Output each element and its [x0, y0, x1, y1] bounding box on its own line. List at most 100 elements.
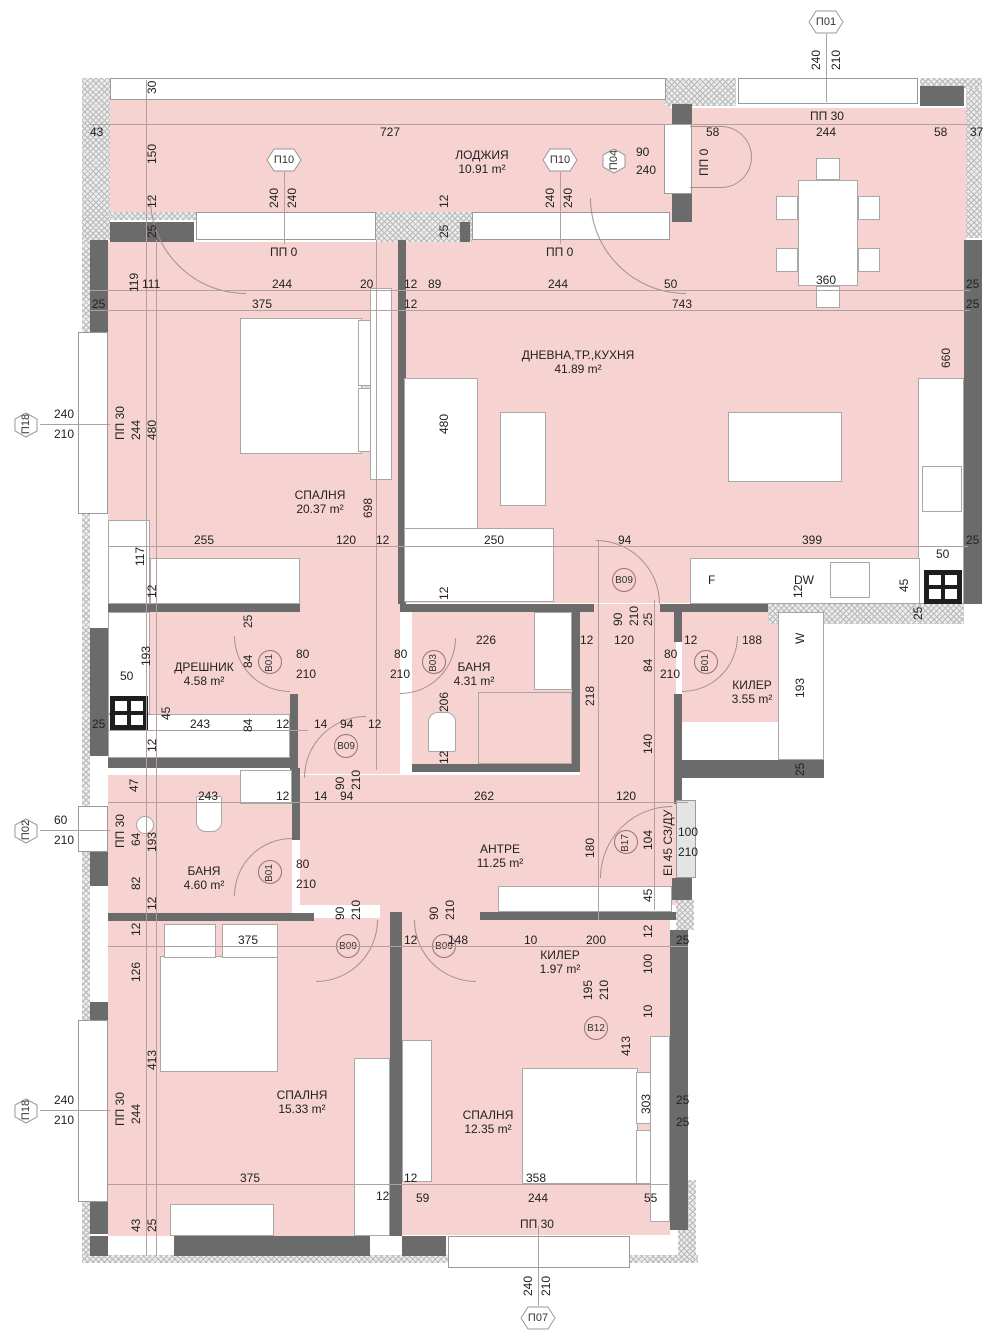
- door-b09-living-w: 90: [611, 612, 625, 626]
- door-tag-b01-pantry: B01: [694, 650, 718, 674]
- dim-148: 148: [448, 933, 469, 947]
- dim-55: 55: [644, 1191, 658, 1205]
- dim-12-bed2-top: 12: [129, 922, 143, 936]
- dim-250: 250: [484, 533, 505, 547]
- bedroom2-desk: [170, 1204, 274, 1236]
- hexagon-icon: [808, 10, 844, 34]
- window-p07-height: 210: [539, 1275, 553, 1296]
- wardrobe-furniture-1: [370, 288, 392, 480]
- dim-12-row1: 12: [404, 277, 418, 291]
- room-area: 4.31 m²: [453, 674, 495, 688]
- tag-leader: [284, 172, 285, 244]
- dim-743: 743: [672, 297, 693, 311]
- dim-12-bed2-door: 12: [404, 933, 418, 947]
- wall-bottom-left-corner: [90, 1236, 108, 1256]
- dim-14-b: 14: [314, 789, 328, 803]
- window-p18-top-width: 240: [54, 407, 75, 421]
- dim-45-kitchen: 45: [897, 578, 911, 592]
- nightstand-2b: [222, 924, 278, 958]
- dim-140: 140: [641, 733, 655, 754]
- dim-413-bed3: 413: [619, 1035, 633, 1056]
- dim-58-left: 58: [706, 125, 720, 139]
- window-tag-p10-right: П10: [542, 148, 578, 172]
- dim-244-bed3: 244: [528, 1191, 549, 1205]
- insulation-left-top: [82, 78, 110, 240]
- dining-table: [798, 180, 858, 286]
- dim-25-right-2: 25: [966, 297, 980, 311]
- dim-12-pantry: 12: [684, 633, 698, 647]
- chair-4: [776, 248, 798, 272]
- cooktop: [922, 466, 962, 512]
- dim-126: 126: [129, 961, 143, 982]
- dim-89: 89: [428, 277, 442, 291]
- room-area: 41.89 m²: [554, 362, 602, 376]
- room-name: БАНЯ: [187, 864, 221, 878]
- dim-line: [108, 802, 688, 803]
- dim-12-hall: 12: [580, 633, 594, 647]
- wall-bath1-top: [400, 604, 594, 612]
- dim-12-bed2-bottom: 12: [376, 1189, 390, 1203]
- dim-25-wardrobe-top: 25: [241, 614, 255, 628]
- wall-bed1-living: [398, 240, 406, 604]
- door-tag-b01-wardrobe: B01: [258, 650, 282, 674]
- bed-bedroom-3: [522, 1068, 638, 1184]
- door-b12-w: 195: [581, 979, 595, 1000]
- dim-244-p18: 244: [129, 419, 143, 440]
- shaft-icon-kitchen: [924, 570, 962, 604]
- room-name: ЛОДЖИЯ: [455, 148, 509, 162]
- window-p07-sill: ПП 30: [520, 1217, 554, 1231]
- chair-5: [858, 248, 880, 272]
- door-swing-p04: [690, 126, 752, 188]
- hexagon-icon: [14, 1098, 38, 1124]
- wall-bed2-bed3: [390, 912, 402, 1236]
- wall-pantry2-top: [480, 912, 676, 920]
- dim-64: 64: [129, 832, 143, 846]
- door-tag-b03-bath: B03: [422, 650, 446, 674]
- sofa-base: [404, 528, 554, 602]
- dim-45-wardrobe: 45: [159, 706, 173, 720]
- wall-left-lower: [90, 1002, 108, 1022]
- dim-59: 59: [416, 1191, 430, 1205]
- room-name: БАНЯ: [457, 660, 491, 674]
- dim-12-bath2: 12: [276, 789, 290, 803]
- room-area: 20.37 m²: [296, 502, 344, 516]
- dim-375-bed1: 375: [252, 297, 273, 311]
- dim-25-pantry2: 25: [676, 933, 690, 947]
- window-p02-sill: ПП 30: [113, 814, 127, 848]
- insulation-bottom: [82, 1255, 698, 1263]
- dim-84-wardrobe-a: 84: [241, 654, 255, 668]
- wall-pantry1-left-lower: [674, 694, 682, 804]
- dim-12-loggia-left: 12: [145, 194, 159, 208]
- dim-25-right-1: 25: [966, 277, 980, 291]
- chair-2: [776, 196, 798, 220]
- bedroom3-closet: [402, 1040, 432, 1182]
- insulation-right: [966, 88, 982, 238]
- dim-698: 698: [361, 497, 375, 518]
- dim-84-wardrobe-b: 84: [241, 718, 255, 732]
- dim-line: [156, 240, 157, 1256]
- window-loggia-top: [110, 78, 666, 100]
- room-name: СПАЛНЯ: [294, 488, 346, 502]
- room-area: 10.91 m²: [458, 162, 506, 176]
- dim-150: 150: [145, 143, 159, 164]
- wall-loggia-bottom-mid: [460, 222, 470, 242]
- window-p10-right-width: 240: [543, 187, 557, 208]
- bedroom2-closet: [354, 1058, 390, 1236]
- tag-leader: [560, 172, 561, 244]
- dim-117: 117: [133, 546, 147, 566]
- dim-30: 30: [145, 80, 159, 94]
- room-area: 4.58 m²: [183, 674, 225, 688]
- hall-shoe-cabinet: [498, 886, 672, 912]
- tag-leader: [826, 34, 827, 102]
- door-b17-entry-width-dim: 104: [641, 829, 655, 850]
- window-p18-top: [78, 332, 108, 514]
- entry-door-frame: [676, 800, 696, 878]
- bath2-shower-drain: [136, 816, 154, 834]
- dim-line: [90, 124, 970, 125]
